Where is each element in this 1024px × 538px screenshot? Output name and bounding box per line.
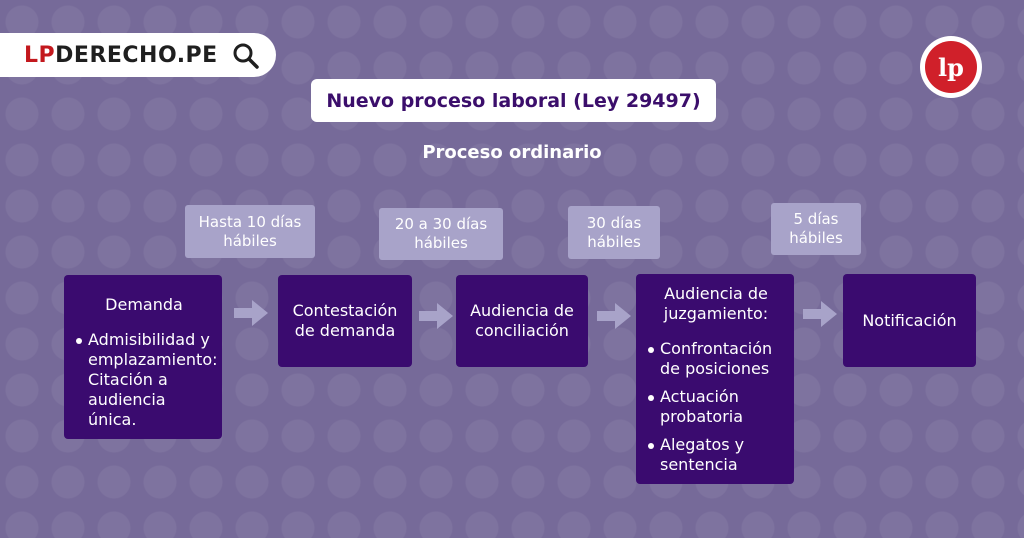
period-label-2: 20 a 30 días hábiles: [379, 208, 503, 260]
step-title: Contestación de demanda: [292, 301, 398, 340]
bullet-item: Admisibilidad y emplazamiento: Citación …: [74, 330, 218, 430]
diagram-subtitle: Proceso ordinario: [422, 142, 602, 163]
step-bullets: Admisibilidad y emplazamiento: Citación …: [74, 330, 218, 430]
step-title: Audiencia de juzgamiento:: [663, 284, 769, 323]
flow-arrow-icon: [234, 300, 268, 326]
step-audiencia-conciliacion: Audiencia de conciliación: [456, 275, 588, 367]
step-contestacion: Contestación de demanda: [278, 275, 412, 367]
period-label-4: 5 días hábiles: [771, 203, 861, 255]
site-logo-bar[interactable]: LPDERECHO.PE: [0, 33, 276, 77]
bullet-item: Alegatos y sentencia: [646, 435, 786, 475]
search-icon[interactable]: [232, 42, 260, 70]
bullet-item: Actuación probatoria: [646, 387, 786, 427]
step-title: Notificación: [862, 310, 957, 330]
site-logo: LPDERECHO.PE: [24, 42, 218, 68]
flow-arrow-icon: [419, 303, 453, 329]
flow-arrow-icon: [803, 301, 837, 327]
period-label-1: Hasta 10 días hábiles: [185, 205, 315, 258]
bullet-item: Confrontación de posiciones: [646, 339, 786, 379]
step-demanda: Demanda Admisibilidad y emplazamiento: C…: [64, 275, 222, 439]
flow-arrow-icon: [597, 303, 631, 329]
period-label-3: 30 días hábiles: [568, 206, 660, 259]
step-notificacion: Notificación: [843, 274, 976, 367]
lp-badge-logo: lp: [920, 36, 982, 98]
step-title: Audiencia de conciliación: [470, 301, 574, 340]
step-audiencia-juzgamiento: Audiencia de juzgamiento: Confrontación …: [636, 274, 794, 484]
step-bullets: Confrontación de posiciones Actuación pr…: [646, 339, 786, 475]
diagram-title: Nuevo proceso laboral (Ley 29497): [311, 79, 716, 122]
step-title: Demanda: [105, 295, 183, 314]
